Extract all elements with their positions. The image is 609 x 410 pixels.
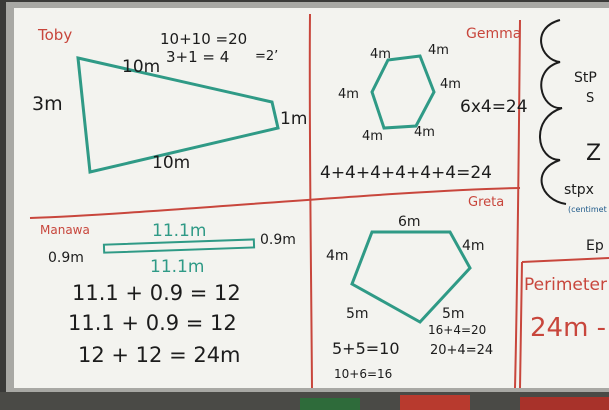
greta-eq-4: 20+4=24	[430, 343, 493, 358]
greta-top: 6m	[398, 214, 421, 230]
toby-bottom-side: 10m	[152, 153, 190, 173]
perimeter-value: 24m -	[530, 313, 606, 343]
gemma-side-top-right: 4m	[428, 43, 449, 58]
tray-item-red	[400, 395, 470, 410]
toby-top-side: 10m	[122, 57, 160, 77]
thought-cloud	[539, 19, 567, 205]
panel-line-4: stpx	[564, 182, 594, 198]
greta-left: 4m	[326, 248, 349, 264]
toby-trapezoid	[76, 56, 280, 174]
perimeter-box	[519, 257, 609, 389]
manawa-name: Manawa	[40, 223, 90, 237]
divider-right	[514, 19, 521, 389]
gemma-side-bottom-left: 4m	[362, 129, 383, 144]
tray-item-red-2	[520, 397, 609, 410]
manawa-eq-2: 11.1 + 0.9 = 12	[68, 311, 237, 335]
divider-vertical	[308, 13, 313, 389]
gemma-name: Gemma	[466, 26, 521, 42]
greta-bottom-left: 5m	[346, 306, 369, 322]
panel-line-5: (centimet	[568, 205, 607, 214]
manawa-rectangle	[102, 238, 256, 254]
manawa-eq-1: 11.1 + 0.9 = 12	[72, 281, 241, 305]
toby-sum-1: 10+10 =20	[160, 30, 247, 48]
gemma-hexagon	[370, 54, 436, 130]
greta-pentagon	[350, 230, 472, 324]
greta-bottom-right: 5m	[442, 306, 465, 322]
gemma-side-left: 4m	[338, 87, 359, 102]
toby-sum-3: =2’	[255, 49, 278, 64]
greta-right: 4m	[462, 238, 485, 254]
gemma-side-top-left: 4m	[370, 47, 391, 62]
gemma-sum: 4+4+4+4+4+4=24	[320, 163, 492, 183]
toby-left-side: 3m	[32, 93, 63, 115]
greta-eq-2: 10+6=16	[334, 367, 392, 381]
manawa-top-side: 11.1m	[152, 221, 206, 241]
manawa-left-end: 0.9m	[48, 250, 84, 266]
manawa-eq-3: 12 + 12 = 24m	[78, 343, 241, 367]
gemma-side-bottom-right: 4m	[414, 125, 435, 140]
panel-line-1: StP	[574, 70, 597, 86]
perimeter-label: Perimeter	[524, 275, 607, 295]
gemma-side-right: 4m	[440, 77, 461, 92]
divider-horizontal	[29, 187, 521, 219]
gemma-product: 6x4=24	[460, 97, 528, 117]
panel-line-2: S	[586, 91, 594, 106]
toby-right-side: 1m	[280, 109, 307, 129]
greta-name: Greta	[468, 195, 504, 210]
toby-sum-2: 3+1 = 4	[166, 48, 229, 66]
greta-eq-3: 16+4=20	[428, 323, 486, 337]
manawa-bottom-side: 11.1m	[150, 257, 204, 277]
toby-name: Toby	[37, 26, 72, 44]
manawa-right-end: 0.9m	[260, 232, 296, 248]
panel-line-6: Ep	[586, 238, 604, 254]
greta-eq-1: 5+5=10	[332, 339, 400, 358]
tray-item-green	[300, 398, 360, 410]
panel-line-3: Z	[586, 141, 601, 166]
